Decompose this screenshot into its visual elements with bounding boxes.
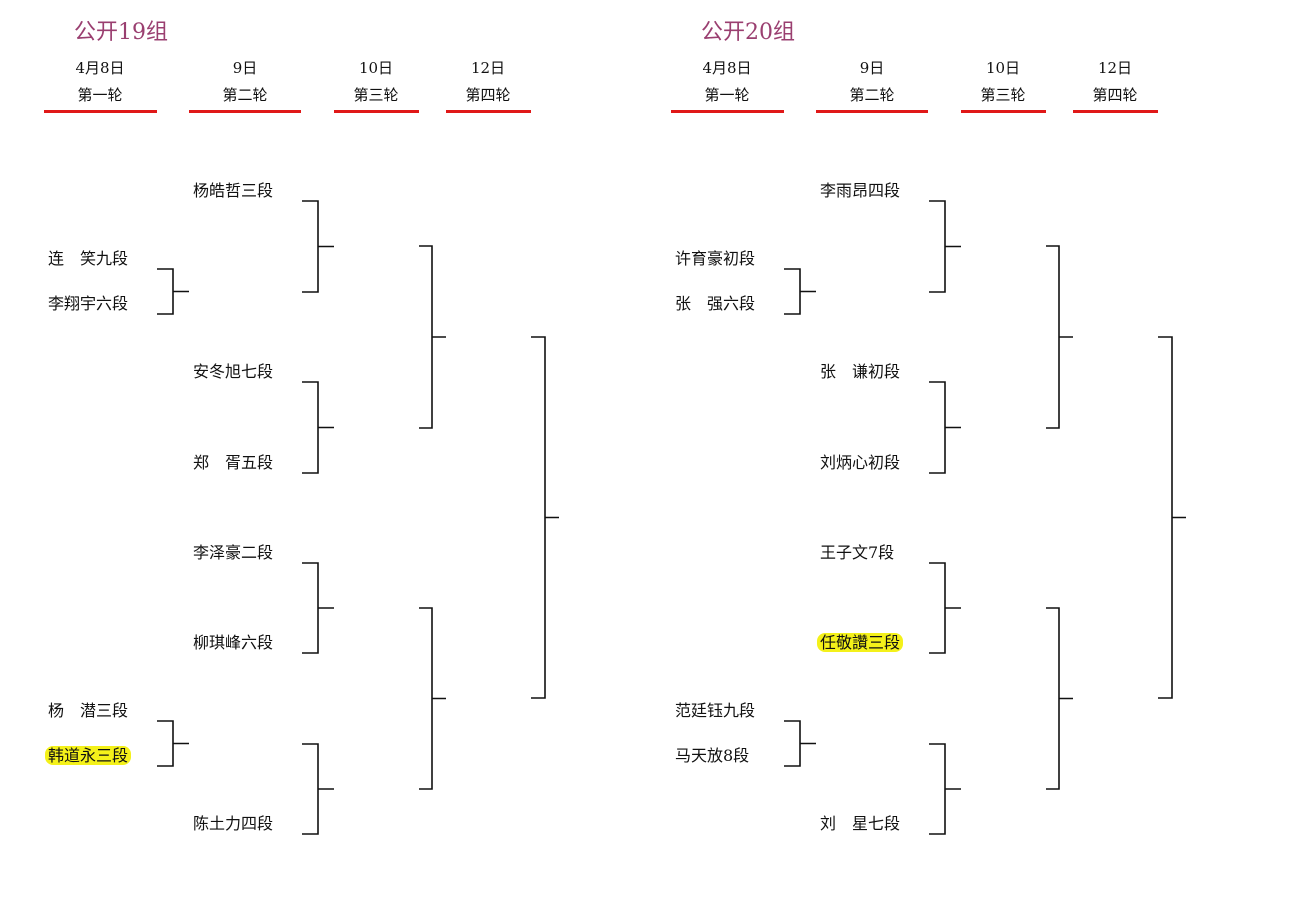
player-name: 柳琪峰六段 [193, 633, 274, 652]
player-name: 陈土力四段 [193, 814, 274, 833]
group-title: 公开20组 [701, 20, 795, 45]
round-underline [445, 110, 531, 113]
round-label: 第三轮 [980, 86, 1026, 104]
round-label: 第二轮 [222, 86, 268, 104]
bracket-connector [1158, 336, 1186, 699]
player-name: 刘 星七段 [820, 814, 901, 833]
round-underline [816, 110, 928, 113]
round-header: 4月8日 第一轮 [670, 54, 784, 113]
round-date: 9日 [232, 59, 258, 77]
round-header: 4月8日 第一轮 [43, 54, 157, 113]
round-label: 第二轮 [849, 86, 895, 104]
round-underline [43, 110, 157, 113]
round-date: 10日 [985, 59, 1021, 77]
player-name: 杨 潜三段 [48, 701, 129, 720]
group-title: 公开19组 [74, 20, 168, 45]
round-header: 10日 第三轮 [960, 54, 1046, 113]
player-name: 李泽豪二段 [193, 543, 274, 562]
bracket-connector [1046, 607, 1073, 790]
round-date: 4月8日 [702, 59, 752, 77]
bracket-group-1: 公开19组 4月8日 第一轮 9日 第二轮 10日 第三轮 12日 第四轮 连 … [0, 0, 640, 919]
player-name: 张 谦初段 [820, 362, 901, 381]
round-label: 第三轮 [353, 86, 399, 104]
player-name: 许育豪初段 [675, 249, 756, 268]
round-header: 12日 第四轮 [445, 54, 531, 113]
round-date: 12日 [1097, 59, 1133, 77]
player-name: 张 强六段 [675, 294, 756, 313]
bracket-connector [531, 336, 559, 699]
round-header: 9日 第二轮 [189, 54, 301, 113]
round-date: 12日 [470, 59, 506, 77]
player-name: 范廷钰九段 [675, 701, 756, 720]
round-underline [670, 110, 784, 113]
player-name: 安冬旭七段 [193, 362, 274, 381]
player-name: 任敬讚三段 [817, 633, 904, 653]
round-label: 第一轮 [77, 86, 123, 104]
bracket-connector [929, 381, 961, 474]
bracket-connector [302, 743, 334, 835]
player-name: 刘炳心初段 [820, 453, 901, 472]
bracket-connector [784, 268, 816, 315]
player-name: 李雨昂四段 [820, 181, 901, 200]
bracket-connector [1046, 245, 1073, 429]
player-name: 杨皓哲三段 [193, 181, 274, 200]
player-name: 韩道永三段 [45, 746, 132, 766]
bracket-connector [157, 268, 189, 315]
player-name: 郑 胥五段 [193, 453, 274, 472]
round-underline [960, 110, 1046, 113]
bracket-connector [929, 743, 961, 835]
bracket-connector [302, 200, 334, 293]
bracket-connector [302, 381, 334, 474]
bracket-lines [784, 200, 1186, 835]
bracket-connector [157, 720, 189, 767]
bracket-connector [929, 562, 961, 654]
round-date: 4月8日 [75, 59, 125, 77]
player-name: 马天放8段 [675, 746, 750, 765]
bracket-connector [302, 562, 334, 654]
player-name: 李翔宇六段 [48, 294, 129, 313]
round-label: 第一轮 [704, 86, 750, 104]
player-name: 王子文7段 [820, 543, 895, 562]
bracket-connector [419, 607, 446, 790]
round-underline [333, 110, 419, 113]
bracket-lines [157, 200, 559, 835]
bracket-connector [419, 245, 446, 429]
bracket-connector [929, 200, 961, 293]
round-header: 9日 第二轮 [816, 54, 928, 113]
round-header: 12日 第四轮 [1072, 54, 1158, 113]
round-date: 10日 [358, 59, 394, 77]
round-underline [1072, 110, 1158, 113]
bracket-connector [784, 720, 816, 767]
round-label: 第四轮 [1092, 86, 1138, 104]
round-label: 第四轮 [465, 86, 511, 104]
bracket-group-2: 公开20组 4月8日 第一轮 9日 第二轮 10日 第三轮 12日 第四轮 许育… [627, 0, 1267, 919]
round-date: 9日 [859, 59, 885, 77]
round-underline [189, 110, 301, 113]
round-header: 10日 第三轮 [333, 54, 419, 113]
player-name: 连 笑九段 [48, 249, 129, 268]
